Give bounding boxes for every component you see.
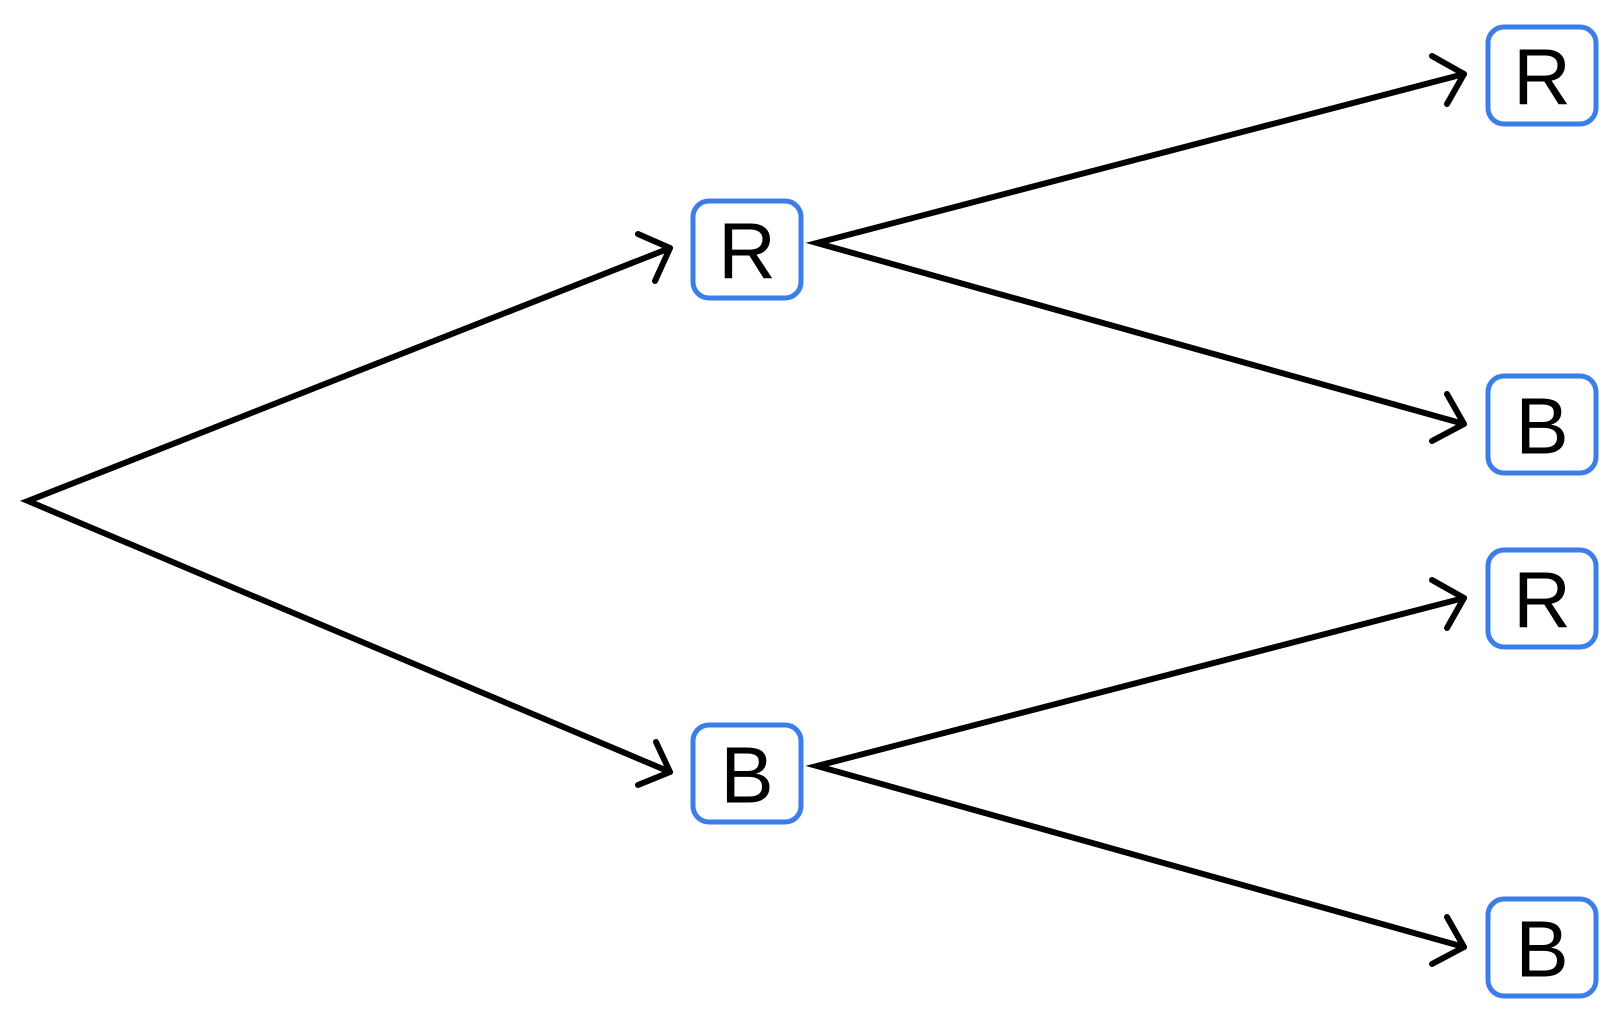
arrowhead-b-to-b <box>1429 914 1467 967</box>
node-label: B <box>1515 382 1568 471</box>
node-label: B <box>1515 905 1568 994</box>
branch-root-to-r <box>20 245 673 775</box>
node-label: R <box>1513 556 1571 645</box>
level1-node-r: R <box>690 198 804 301</box>
node-box <box>1485 547 1599 650</box>
arrowhead-b-to-r <box>1429 577 1467 631</box>
level2-node-rb: B <box>1485 373 1599 476</box>
node-box <box>690 722 804 825</box>
level2-node-br: R <box>1485 547 1599 650</box>
node-box <box>690 198 804 301</box>
level1-node-b: B <box>690 722 804 825</box>
arrowhead-root-to-r <box>635 231 673 284</box>
level2-node-rr: R <box>1485 24 1599 127</box>
node-label: R <box>1513 33 1571 122</box>
branch-b-to-children <box>805 595 1467 950</box>
node-box <box>1485 373 1599 476</box>
node-box <box>1485 24 1599 127</box>
b-branches <box>805 577 1467 967</box>
r-branches <box>805 53 1467 444</box>
arrowhead-root-to-b <box>635 739 673 788</box>
arrowhead-r-to-r <box>1429 53 1467 107</box>
node-label: B <box>720 731 773 820</box>
arrowhead-r-to-b <box>1429 391 1467 444</box>
root-branches <box>20 231 673 788</box>
node-label: R <box>718 207 776 296</box>
level2-node-bb: B <box>1485 896 1599 999</box>
branch-r-to-children <box>805 71 1467 427</box>
node-box <box>1485 896 1599 999</box>
